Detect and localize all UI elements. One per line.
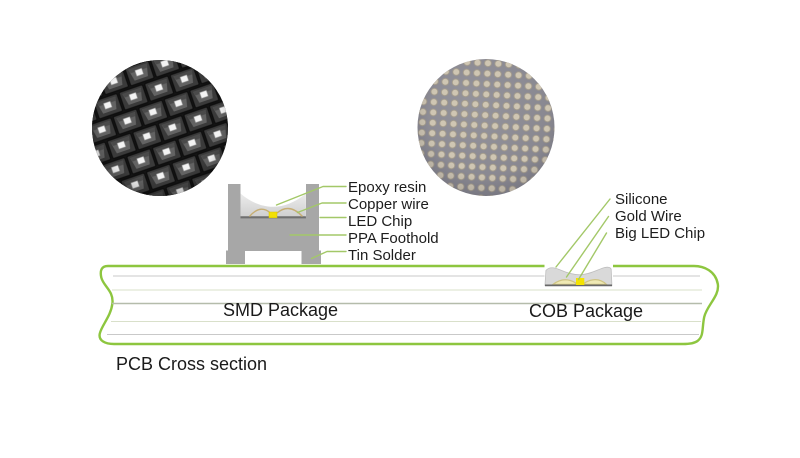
smd-foot-left [226,250,245,264]
smd-wall-left [228,184,241,218]
smd-foot-right [301,250,321,264]
cob-package-diagram [544,262,613,287]
cob-photo-inset [417,59,555,196]
leader-epoxy-resin [275,185,347,206]
smd-body-ppa [228,217,319,251]
leader-gold-wire [565,215,610,278]
leader-big-led-chip [577,232,608,281]
smd-led-chip [268,211,278,219]
smd-label-led-chip: LED Chip [348,213,413,230]
cob-label-silicone: Silicone [615,191,668,208]
smd-label-tin-solder: Tin Solder [348,247,416,264]
cob-gold-wire-left [551,279,577,285]
cob-package-zone-label: COB Package [529,301,644,321]
leader-lines-cob [555,198,611,281]
leader-copper-wire [296,202,347,214]
cob-big-led-chip [576,278,585,285]
smd-copper-wire-right [276,207,304,217]
smd-package-zone-label: SMD Package [223,300,339,320]
cob-gold-wire-right [584,279,609,285]
smd-label-epoxy-resin: Epoxy resin [348,179,427,196]
cob-label-gold-wire: Gold Wire [615,208,682,225]
pcb-caption: PCB Cross section [116,354,268,374]
smd-package-diagram [226,184,321,264]
smd-label-copper-wire: Copper wire [348,196,429,213]
smd-label-ppa-foothold: PPA Foothold [348,230,439,247]
smd-copper-wire-left [248,208,271,217]
leader-tin-solder [310,250,347,260]
leader-lines-smd [275,185,347,260]
cob-label-big-led-chip: Big LED Chip [615,225,706,242]
leader-silicone [555,198,611,268]
smd-photo-inset [92,60,228,196]
